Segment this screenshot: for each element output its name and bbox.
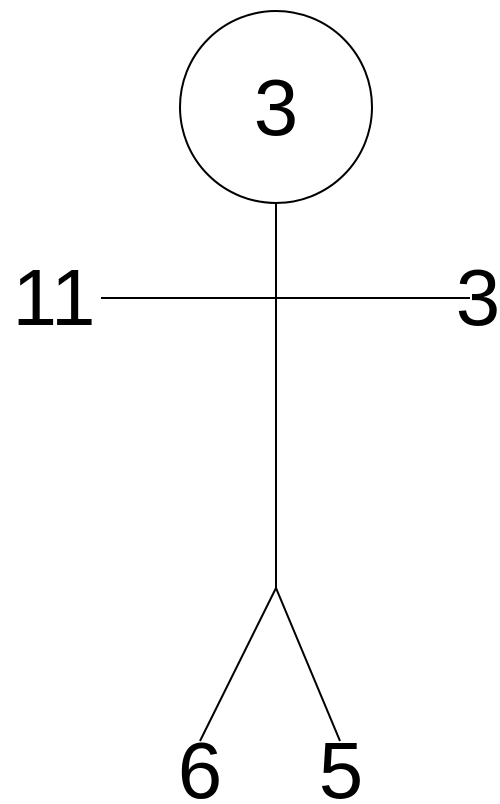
left-foot-label: 6 [178,726,223,804]
left-leg-line [200,588,276,741]
head-label: 3 [254,63,299,152]
right-hand-label: 3 [456,253,500,342]
left-hand-label: 11 [12,253,95,342]
right-foot-label: 5 [319,726,364,804]
right-leg-line [276,588,340,741]
